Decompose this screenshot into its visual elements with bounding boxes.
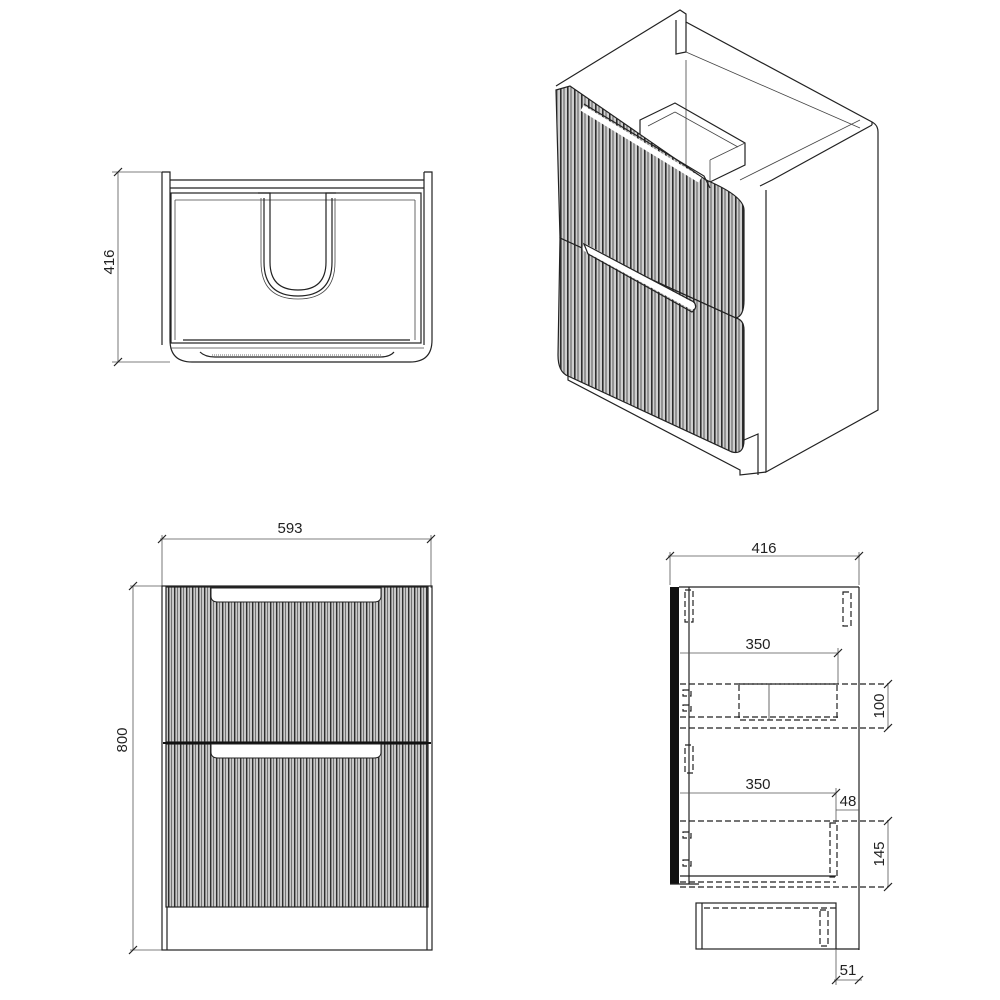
bottom-drawer-height-label: 145 bbox=[871, 841, 888, 866]
plinth-offset-label: 51 bbox=[840, 962, 857, 979]
front-view-width-label: 593 bbox=[277, 520, 302, 537]
drawer-front-edge bbox=[670, 587, 679, 884]
front-view-height-label: 800 bbox=[114, 727, 131, 752]
front-top-drawer bbox=[165, 586, 429, 743]
plinth-side bbox=[695, 902, 837, 950]
side-view: 416 350 100 350 bbox=[665, 540, 893, 985]
top-drawer-depth-label: 350 bbox=[745, 636, 770, 653]
siphon-u-cutout bbox=[258, 192, 336, 300]
bottom-drawer-handle bbox=[210, 743, 382, 759]
right-side-panel bbox=[765, 121, 879, 474]
front-view: 593 800 bbox=[114, 520, 436, 955]
top-drawer-height-label: 100 bbox=[871, 693, 888, 718]
plinth bbox=[567, 360, 767, 476]
isometric-view bbox=[555, 9, 879, 476]
top-drawer-front bbox=[555, 85, 745, 319]
bottom-drawer-offset-label: 48 bbox=[840, 793, 857, 810]
cabinet-outline bbox=[161, 585, 433, 951]
bottom-drawer-depth-label: 350 bbox=[745, 776, 770, 793]
side-view-depth-label: 416 bbox=[751, 540, 776, 557]
top-view-depth-label: 416 bbox=[101, 249, 118, 274]
carcass-outline bbox=[162, 171, 433, 363]
bottom-internal-drawer bbox=[829, 822, 838, 878]
drawer-box bbox=[170, 192, 422, 344]
top-drawer-handle bbox=[210, 587, 382, 603]
front-bottom-drawer bbox=[165, 743, 429, 908]
top-view: 416 bbox=[101, 167, 433, 367]
top-internal-drawer bbox=[738, 683, 838, 721]
bottom-drawer-front bbox=[557, 237, 745, 454]
